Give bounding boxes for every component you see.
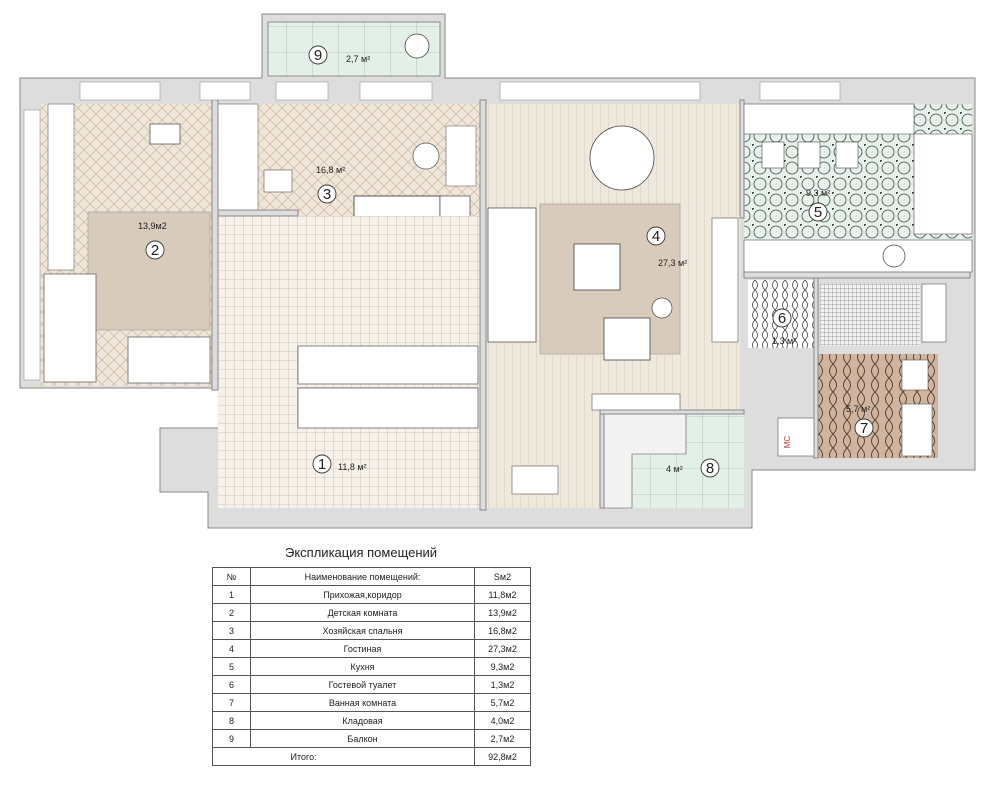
table-header-row: № Наименование помещений: Sм2 (212, 567, 531, 586)
table-row: 2 Детская комната 13,9м2 (212, 603, 531, 622)
table-row: 5 Кухня 9,3м2 (212, 657, 531, 676)
room-number: 1 (318, 456, 326, 473)
header-num: № (212, 567, 251, 586)
row-name: Гостиная (250, 639, 475, 658)
row-num: 4 (212, 639, 251, 658)
total-value: 92,8м2 (474, 747, 531, 766)
row-num: 9 (212, 729, 251, 748)
row-num: 8 (212, 711, 251, 730)
row-name: Прихожая,коридор (250, 585, 475, 604)
room-number: 5 (814, 204, 822, 221)
table-row: 4 Гостиная 27,3м2 (212, 639, 531, 658)
room-area: 16,8 м² (316, 165, 345, 175)
row-area: 4,0м2 (474, 711, 531, 730)
row-num: 1 (212, 585, 251, 604)
row-name: Кладовая (250, 711, 475, 730)
row-name: Гостевой туалет (250, 675, 475, 694)
row-num: 7 (212, 693, 251, 712)
header-name: Наименование помещений: (250, 567, 475, 586)
room-area: 9,3 м² (806, 188, 830, 198)
row-num: 3 (212, 621, 251, 640)
room-number: 2 (151, 242, 159, 259)
room-number: 9 (314, 47, 322, 64)
table-row: 7 Ванная комната 5,7м2 (212, 693, 531, 712)
row-name: Балкон (250, 729, 475, 748)
table-row: 9 Балкон 2,7м2 (212, 729, 531, 748)
room-number: 7 (860, 420, 868, 437)
total-label: Итого: (250, 747, 475, 766)
room-area: 1,3 м² (772, 336, 796, 346)
room-number: 8 (706, 460, 714, 477)
total-spacer (212, 747, 251, 766)
row-area: 1,3м2 (474, 675, 531, 694)
row-name: Детская комната (250, 603, 475, 622)
row-area: 9,3м2 (474, 657, 531, 676)
table-row: 8 Кладовая 4,0м2 (212, 711, 531, 730)
row-area: 16,8м2 (474, 621, 531, 640)
row-name: Хозяйская спальня (250, 621, 475, 640)
room-number: 3 (323, 186, 331, 203)
row-area: 13,9м2 (474, 603, 531, 622)
room-area: 11,8 м² (338, 462, 367, 472)
room-area: 27,3 м² (658, 258, 687, 268)
row-area: 27,3м2 (474, 639, 531, 658)
row-name: Ванная комната (250, 693, 475, 712)
room-number: 4 (652, 228, 660, 245)
room-area: 5,7 м² (846, 404, 870, 414)
mc-label: МС (783, 436, 792, 449)
row-num: 6 (212, 675, 251, 694)
row-area: 11,8м2 (474, 585, 531, 604)
table-row: 1 Прихожая,коридор 11,8м2 (212, 585, 531, 604)
room-area: 2,7 м² (346, 54, 370, 64)
row-area: 5,7м2 (474, 693, 531, 712)
row-name: Кухня (250, 657, 475, 676)
header-area: Sм2 (474, 567, 531, 586)
explication-title: Экспликация помещений (285, 545, 438, 560)
room-area: 4 м² (666, 464, 683, 474)
row-num: 2 (212, 603, 251, 622)
table-row: 3 Хозяйская спальня 16,8м2 (212, 621, 531, 640)
row-num: 5 (212, 657, 251, 676)
explication-table: № Наименование помещений: Sм2 1 Прихожая… (212, 567, 531, 766)
row-area: 2,7м2 (474, 729, 531, 748)
table-row: 6 Гостевой туалет 1,3м2 (212, 675, 531, 694)
table-total-row: Итого: 92,8м2 (212, 747, 531, 766)
room-number: 6 (778, 310, 786, 327)
floor-plan: 9 2,7 м² 2 13,9м2 3 16,8 м² 4 27,3 м² 5 … (19, 13, 976, 529)
room-area: 13,9м2 (138, 221, 167, 231)
